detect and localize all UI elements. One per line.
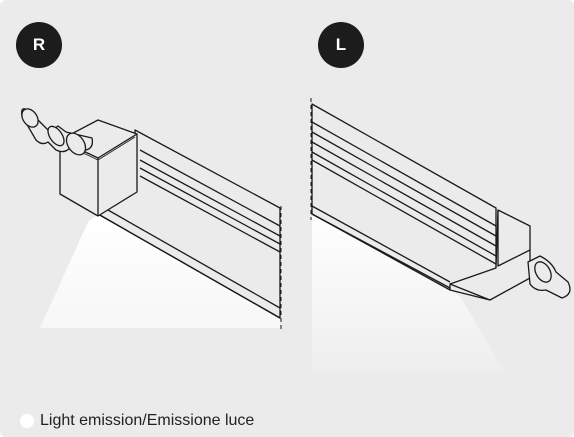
light-emission-swatch [20, 414, 34, 428]
light-beam-left [312, 214, 505, 372]
legend: Light emission/Emissione luce [20, 412, 254, 430]
light-beam-right [40, 214, 280, 328]
fixture-left-version [310, 98, 571, 372]
badge-right-version: R [16, 22, 62, 68]
legend-label: Light emission/Emissione luce [40, 412, 255, 429]
end-cap-left [449, 209, 531, 301]
fixture-right-version [21, 108, 282, 330]
badge-left-version: L [318, 22, 364, 68]
